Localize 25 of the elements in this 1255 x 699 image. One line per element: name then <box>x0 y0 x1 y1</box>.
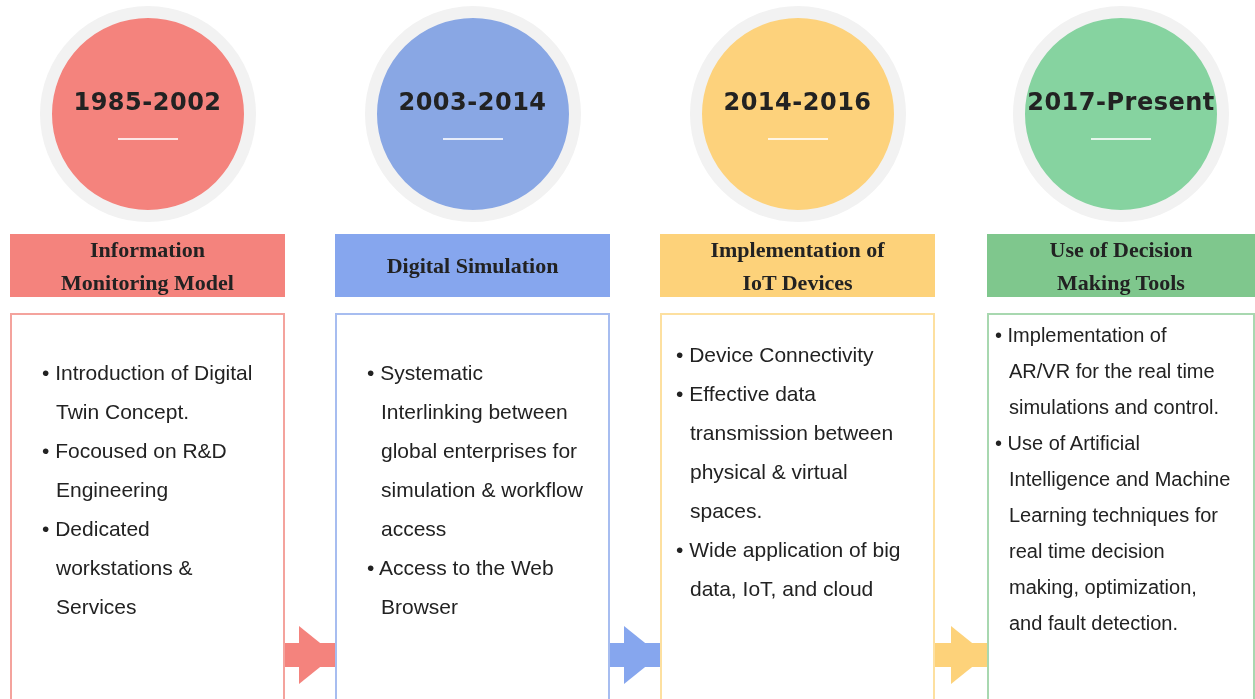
year-label: 2014-2016 <box>723 88 872 116</box>
content-panel <box>660 313 935 699</box>
title-banner: Information Monitoring Model <box>10 234 285 297</box>
bullet-text: • Systematic Interlinking between global enterprises for simulation & workflow access <box>367 360 584 542</box>
bullet-text: • Device Connectivity <box>676 342 875 368</box>
bullet-text: • Implementation of AR/VR for the real time simulations and control. <box>995 323 1221 420</box>
bullet-text: • Use of Artificial Intelligence and Machine Learning techniques for real time decision making, optimization, and fault detection. <box>995 431 1231 636</box>
content-panel <box>987 313 1255 699</box>
bullet-text: • Focoused on R&D Engineering <box>42 438 228 503</box>
block-arrow <box>285 626 335 684</box>
block-arrow <box>610 626 660 684</box>
block-arrow <box>935 626 987 684</box>
title-banner: Digital Simulation <box>335 234 610 297</box>
title-banner: Implementation of IoT Devices <box>660 234 935 297</box>
bullet-text: • Wide application of big data, IoT, and cloud <box>676 537 902 602</box>
year-label: 1985-2002 <box>73 88 222 116</box>
bullet-text: • Introduction of Digital Twin Concept. <box>42 360 254 425</box>
year-label: 2003-2014 <box>398 88 547 116</box>
bullet-text: • Access to the Web Browser <box>367 555 555 620</box>
year-label: 2017-Present <box>1027 88 1215 116</box>
bullet-text: • Dedicated workstations & Services <box>42 516 194 620</box>
bullet-text: • Effective data transmission between physical & virtual spaces. <box>676 381 895 524</box>
content-panel <box>10 313 285 699</box>
title-banner: Use of Decision Making Tools <box>987 234 1255 297</box>
content-panel <box>335 313 610 699</box>
